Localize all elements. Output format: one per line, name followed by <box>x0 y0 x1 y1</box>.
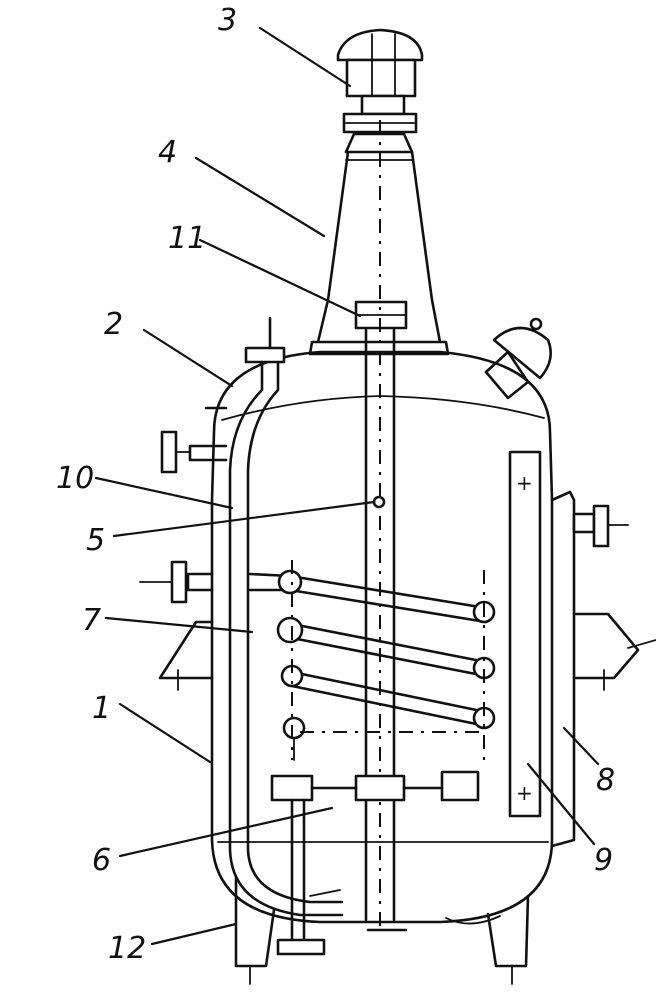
motor <box>336 28 424 134</box>
vessel-shell <box>210 350 554 924</box>
agitator-shaft <box>364 120 408 932</box>
support-lugs <box>158 612 656 691</box>
side-nozzles <box>139 406 228 604</box>
electrode-sign-top: + <box>516 471 533 495</box>
callout-8: 8 <box>596 763 615 798</box>
callout-11: 11 <box>168 221 206 256</box>
callout-7: 7 <box>82 603 101 638</box>
dip-pipe <box>228 316 344 917</box>
callout-9: 9 <box>594 843 613 878</box>
heating-jacket <box>550 490 629 848</box>
inspection-hatch <box>484 317 552 400</box>
callout-3: 3 <box>218 3 237 38</box>
callout-labels: 3 4 11 2 10 5 7 1 6 8 9 12 <box>56 3 615 966</box>
callout-10: 10 <box>56 461 94 496</box>
electrode-sign-bottom: + <box>516 781 533 805</box>
callout-5: 5 <box>86 523 105 558</box>
callout-4: 4 <box>158 135 177 170</box>
callout-6: 6 <box>92 843 111 878</box>
callout-12: 12 <box>108 931 146 966</box>
heating-coil <box>248 560 496 761</box>
electrode-baffle <box>508 450 542 818</box>
impeller <box>270 770 480 956</box>
callout-2: 2 <box>104 307 123 342</box>
support-legs <box>234 876 530 985</box>
leader-lines <box>94 26 600 946</box>
callout-1: 1 <box>92 691 111 726</box>
